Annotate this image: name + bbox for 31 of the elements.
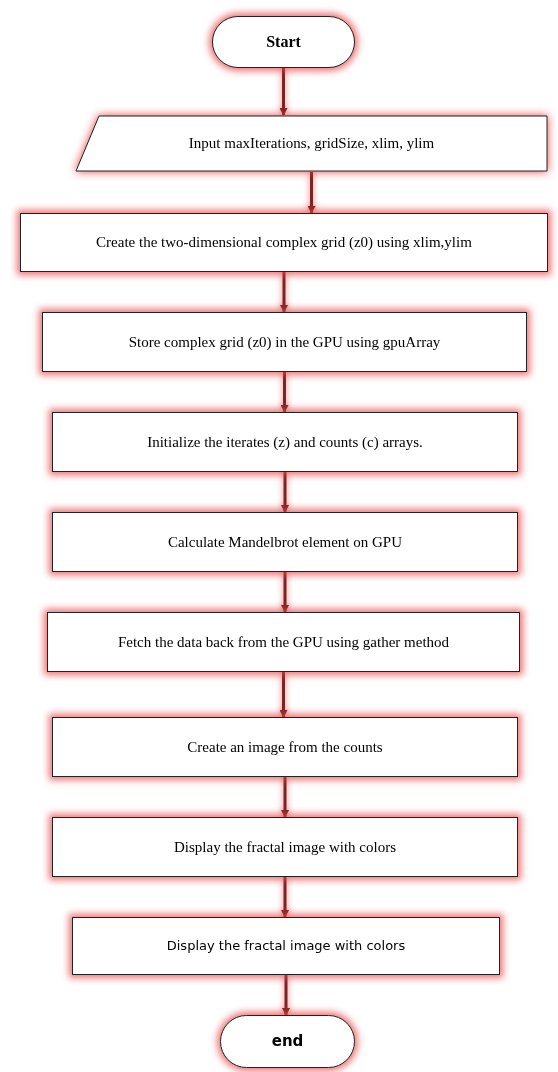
arrow [281,472,289,513]
node-text: Display the fractal image with colors [165,937,407,955]
process-box [47,612,520,672]
arrow [279,672,288,718]
node-text: Fetch the data back from the GPU using gather method [116,632,451,652]
process-box [72,917,500,975]
process-box [42,312,527,372]
arrow [279,68,288,116]
arrow [280,272,288,313]
process-box [52,717,518,777]
arrow [280,372,289,413]
node-text: Calculate Mandelbrot element on GPU [166,532,404,552]
node-text: Display the fractal image with colors [173,837,397,857]
node-text: Initialize the iterates (z) and counts (c) arrays. [146,432,424,452]
arrow [307,172,316,214]
terminal-shape [220,1015,355,1068]
arrow [281,572,289,613]
node-text: Input maxIterations, gridSize, xlim, ylim [187,134,436,153]
node-text: Store complex grid (z0) in the GPU using gpuArray [127,332,442,352]
arrow [282,975,290,1016]
node-text: Start [265,32,302,52]
arrow [281,877,289,918]
process-box [20,213,548,272]
process-box [52,817,518,877]
process-box [52,412,518,472]
node-text: Create an image from the counts [186,737,384,757]
node-text: Create the two-dimensional complex grid (z0) using xlim,ylim [95,233,473,252]
terminal-shape [212,16,355,68]
arrow [281,777,289,818]
node-text: end [270,1032,305,1051]
process-box [52,512,518,572]
